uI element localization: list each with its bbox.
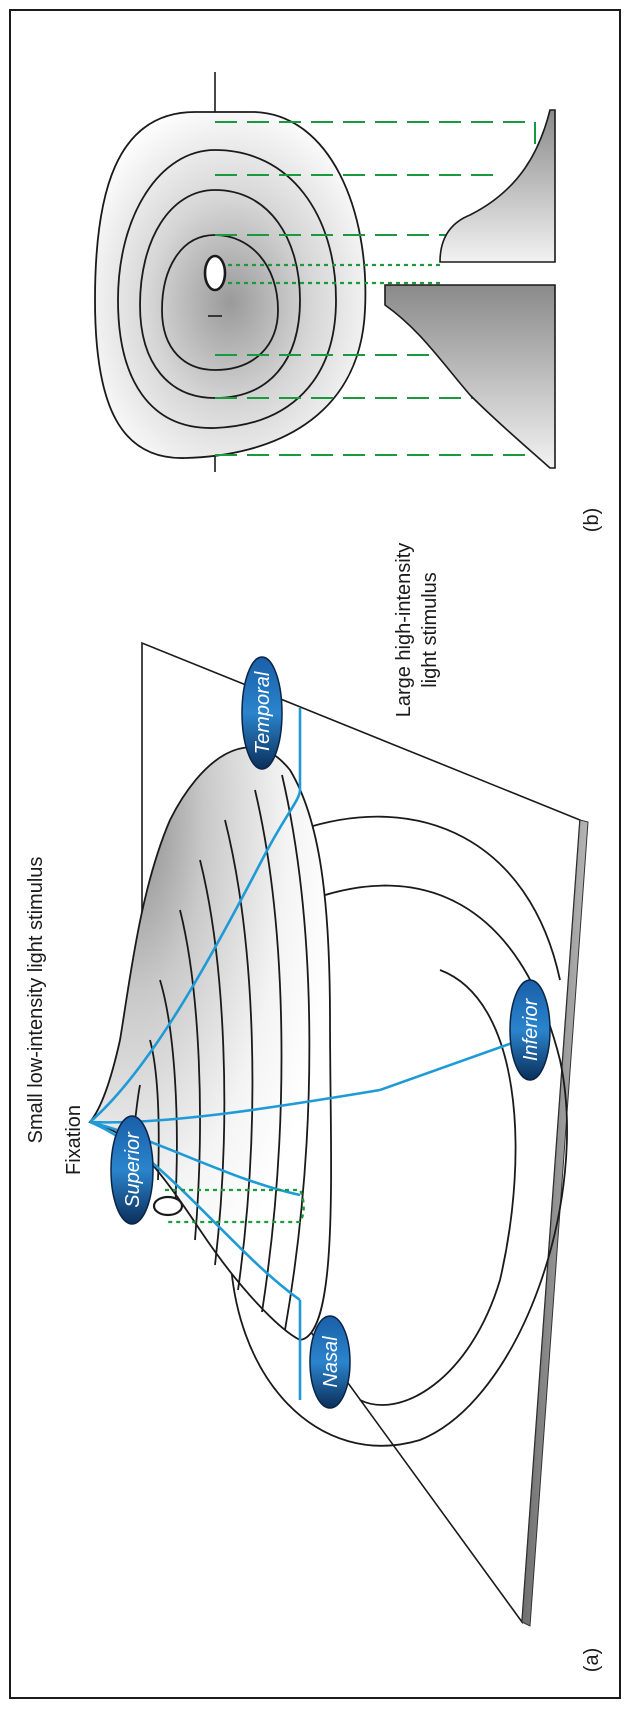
blind-spot-b: [203, 254, 227, 292]
blind-spot-a: [152, 1188, 305, 1224]
badge-nasal: Nasal: [309, 1315, 351, 1409]
isopter-inner: [161, 234, 279, 371]
badge-temporal: Temporal: [241, 656, 283, 770]
figure-frame: [9, 9, 621, 1699]
panel-b-label: (b): [581, 508, 603, 532]
large-stimulus-label-line1: Large high-intensity: [393, 543, 415, 718]
isopter-outer: [94, 111, 367, 459]
sensitivity-hill: [88, 746, 333, 1341]
fixation-label: Fixation: [63, 1105, 85, 1175]
meridian-temporal: [89, 789, 302, 1123]
badge-temporal-label: Temporal: [252, 671, 274, 754]
small-stimulus-label: Small low-intensity light stimulus: [25, 857, 47, 1144]
panel-a: Nasal Superior Temporal Inferior Fixatio…: [25, 543, 603, 1673]
panel-a-label: (a): [581, 1648, 603, 1672]
badge-inferior-label: Inferior: [520, 998, 542, 1062]
isopter-2: [117, 149, 337, 429]
badge-superior: Superior: [110, 1115, 154, 1225]
badge-superior-label: Superior: [122, 1131, 144, 1208]
meridian-superior: [89, 1120, 301, 1197]
badge-inferior: Inferior: [509, 979, 551, 1081]
large-stimulus-label-line2: light stimulus: [419, 572, 441, 688]
meridian-inferior: [89, 1088, 381, 1124]
inferior-drop: [379, 1034, 533, 1092]
panel-b: (b): [94, 72, 603, 532]
profile-plot: [384, 109, 556, 469]
badge-nasal-label: Nasal: [320, 1336, 342, 1388]
